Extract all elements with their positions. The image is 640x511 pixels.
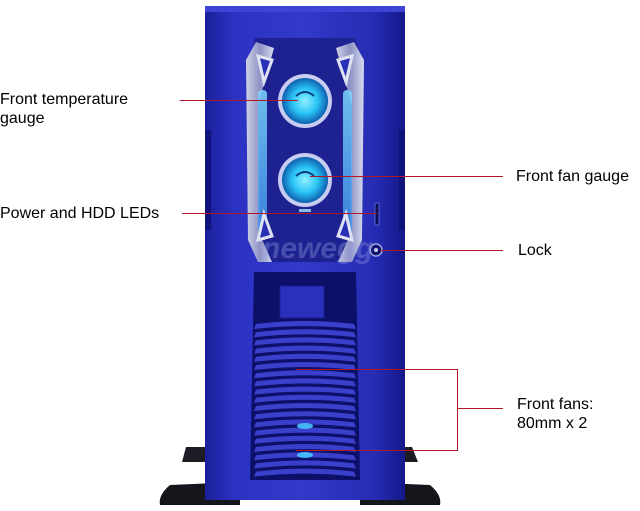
vent-slat (254, 427, 356, 436)
front-fan-gauge (278, 153, 332, 207)
vent-slat (254, 435, 356, 444)
fan-led-top (297, 423, 313, 429)
vent-slat (254, 370, 356, 379)
vent-slat (254, 329, 356, 338)
vent-slat (254, 353, 356, 362)
vent-slat (254, 345, 356, 354)
label-front-fans-line1: Front fans: (517, 396, 594, 413)
leader-front-temperature (180, 100, 298, 101)
leader-front-fans-top (296, 369, 458, 370)
label-lock: Lock (518, 242, 552, 259)
accent-triangle-bottom-right (336, 208, 355, 243)
vent-slat (254, 337, 356, 346)
lock-keyhole (374, 248, 378, 252)
front-temperature-gauge (278, 74, 332, 128)
leader-power-hdd (182, 213, 377, 214)
vent-top-plate (279, 285, 325, 319)
leader-front-fans-stem (457, 408, 503, 409)
side-rib-left (205, 130, 211, 230)
temp-gauge-mark (295, 91, 315, 97)
vent-slat (254, 411, 356, 420)
power-hdd-leds (374, 202, 380, 226)
vent-slat (254, 403, 356, 411)
label-front-temperature-line1: Front temperature (0, 91, 129, 108)
vent-slat (254, 460, 356, 469)
vent-slat (254, 362, 356, 370)
label-front-fans-line2: 80mm x 2 (517, 415, 588, 432)
fan-led-bottom (297, 452, 313, 458)
accent-triangle-top-left (255, 53, 274, 88)
leader-front-fans-bottom (296, 450, 458, 451)
case-top-edge (205, 6, 405, 12)
front-vent-grille (250, 272, 360, 480)
bezel-glint (299, 209, 311, 212)
label-front-fans: Front fans: 80mm x 2 (517, 395, 593, 433)
accent-triangle-top-right (336, 53, 355, 88)
bezel-left-arm (246, 42, 274, 262)
label-front-temperature-gauge: Front temperature gauge (0, 90, 128, 128)
vent-slat (254, 321, 356, 329)
vent-slats (254, 321, 356, 477)
leader-front-fans-bracket (457, 369, 458, 451)
accent-triangle-bottom-left (255, 208, 274, 243)
bezel-inner (250, 38, 362, 262)
bezel-right-arm (336, 42, 364, 262)
side-rib-right (399, 130, 405, 230)
fan-gauge-mark (295, 171, 315, 177)
vent-slat (254, 386, 356, 395)
newegg-watermark: newegg (262, 232, 374, 265)
temp-gauge-face (282, 78, 328, 124)
vent-slat (254, 468, 356, 477)
vent-slat (254, 444, 356, 452)
glow-strip-right (343, 90, 352, 240)
vent-slat (254, 394, 356, 403)
leader-front-fan-gauge (310, 176, 503, 177)
leader-lock (380, 250, 503, 251)
vent-slat (254, 378, 356, 387)
front-bezel (246, 38, 364, 262)
label-power-hdd-leds: Power and HDD LEDs (0, 205, 160, 222)
glow-strip-left (258, 90, 267, 240)
label-front-fan-gauge: Front fan gauge (516, 168, 629, 185)
fan-gauge-face (282, 157, 328, 203)
label-front-temperature-line2: gauge (0, 110, 45, 127)
